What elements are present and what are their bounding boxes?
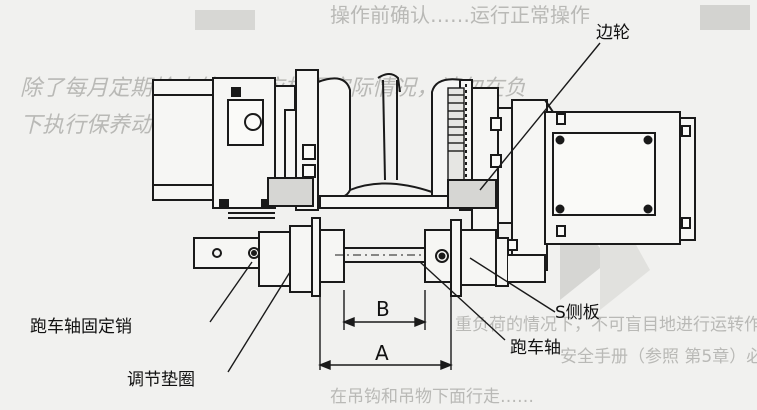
leader-lines [209,42,601,373]
bg-block [700,5,750,30]
label-s-side-plate: S侧板 [555,303,600,323]
bg-text-top: 操作前确认……运行正常操作 [330,3,590,27]
bg-text-line3: 重负荷的情况下，不可盲目地进行运转作业，而且 [455,315,757,335]
dimension-a-label: A [375,341,389,365]
bg-text-line2: 下执行保养动作 [20,113,177,138]
label-adjust-washer: 调节垫圈 [127,370,195,390]
bg-text-line5: 在吊钩和吊物下面行走…… [330,387,534,407]
right-frame [471,87,556,271]
label-edge-wheel: 边轮 [596,23,630,43]
bg-text-line4: 安全手册（参照 第5章）必须完全遵守，而且挂 [560,347,757,367]
left-motor [152,69,319,219]
left-edge-wheel [267,177,314,207]
trolley-shaft-assembly [193,217,546,297]
dimension-b-label: B [376,297,390,321]
right-edge-wheel [447,179,497,209]
label-trolley-shaft: 跑车轴 [510,338,561,358]
label-trolley-pin: 跑车轴固定销 [30,317,132,337]
drawing [152,42,696,373]
dimension-lines [318,225,453,371]
right-motor [544,111,696,245]
bg-block [195,10,255,30]
i-beam [319,73,466,209]
